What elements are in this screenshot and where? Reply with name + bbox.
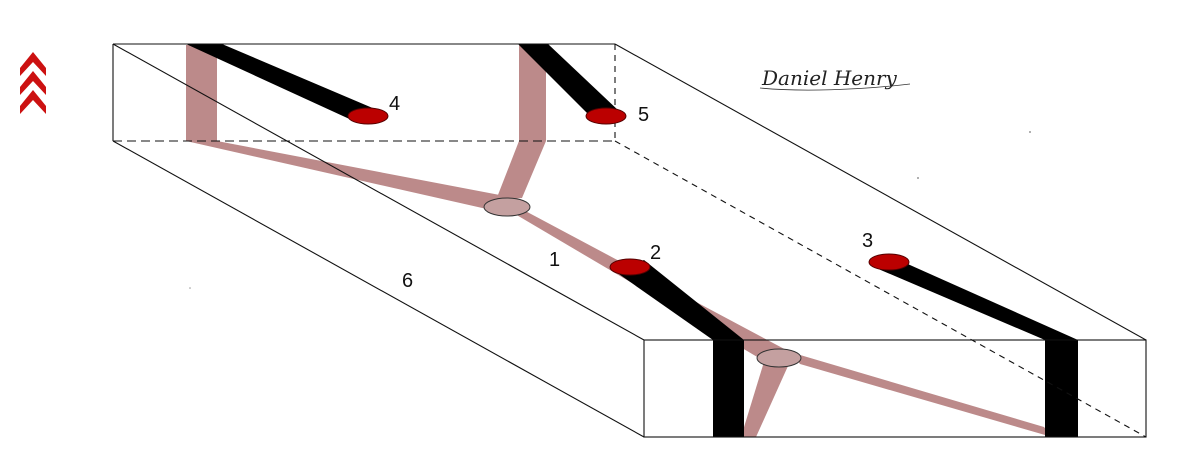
signature-text: Daniel Henry — [761, 66, 898, 90]
pink-tunnel-b — [496, 141, 546, 200]
pink-tunnels — [186, 45, 1052, 437]
signature: Daniel Henry — [759, 66, 911, 91]
black-shaft-2 — [713, 340, 744, 437]
pink-tunnel-a — [186, 141, 505, 212]
pink-tunnel-e — [790, 352, 1052, 437]
number-labels: 4 5 2 3 1 6 — [389, 93, 873, 292]
box-outline — [112, 43, 1147, 438]
black-tunnels — [186, 44, 1078, 437]
junction-upper — [483, 197, 531, 217]
holes — [347, 107, 910, 276]
black-tunnel-3 — [876, 257, 1078, 340]
background-speckles — [189, 131, 1031, 289]
hole-5 — [585, 107, 627, 125]
label-2: 2 — [650, 242, 661, 264]
pink-tunnel-d — [741, 352, 788, 437]
label-5: 5 — [638, 104, 649, 126]
junction-lower — [756, 348, 802, 368]
hole-3 — [868, 253, 910, 271]
hole-2 — [609, 258, 651, 276]
label-1: 1 — [549, 249, 560, 271]
black-tunnel-2 — [616, 260, 744, 340]
label-4: 4 — [389, 93, 400, 115]
label-6: 6 — [402, 270, 413, 292]
pink-shaft-right — [519, 45, 546, 141]
label-3: 3 — [862, 230, 873, 252]
black-tunnel-5 — [518, 44, 620, 120]
junctions — [483, 197, 802, 368]
hole-4 — [347, 107, 389, 125]
triple-chevron-up-icon — [20, 52, 46, 114]
black-shaft-3 — [1045, 340, 1078, 437]
black-tunnel-4 — [186, 44, 382, 122]
